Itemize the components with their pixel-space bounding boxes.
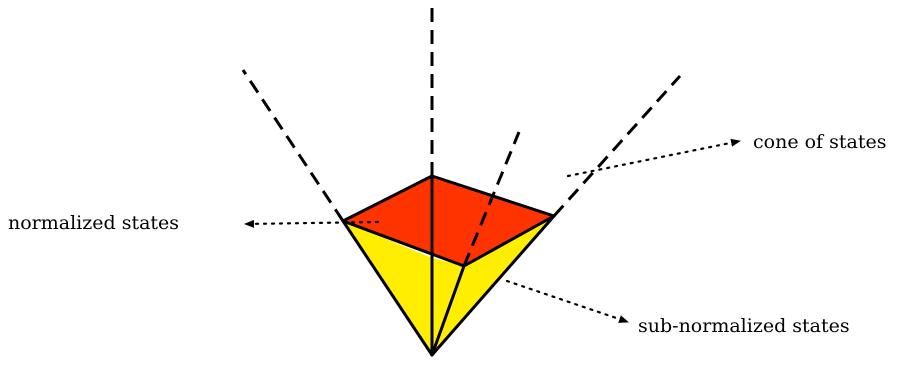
arrow-cone xyxy=(566,138,742,178)
ray-left xyxy=(241,69,345,222)
ray-inner xyxy=(462,131,521,267)
edge-apex-front xyxy=(430,264,466,357)
annotation-arrows xyxy=(243,138,742,324)
arrow-normalized xyxy=(243,219,380,228)
label-subnormalized-states: sub-normalized states xyxy=(638,315,850,337)
edge-apex-left xyxy=(341,219,434,357)
edge-apex-right xyxy=(430,214,556,357)
label-normalized-states: normalized states xyxy=(8,212,179,234)
cone-rays xyxy=(241,0,682,267)
label-cone-of-states: cone of states xyxy=(753,131,886,153)
arrow-subnormalized xyxy=(505,279,630,324)
ray-right xyxy=(552,74,682,218)
solid-edges xyxy=(341,174,556,357)
